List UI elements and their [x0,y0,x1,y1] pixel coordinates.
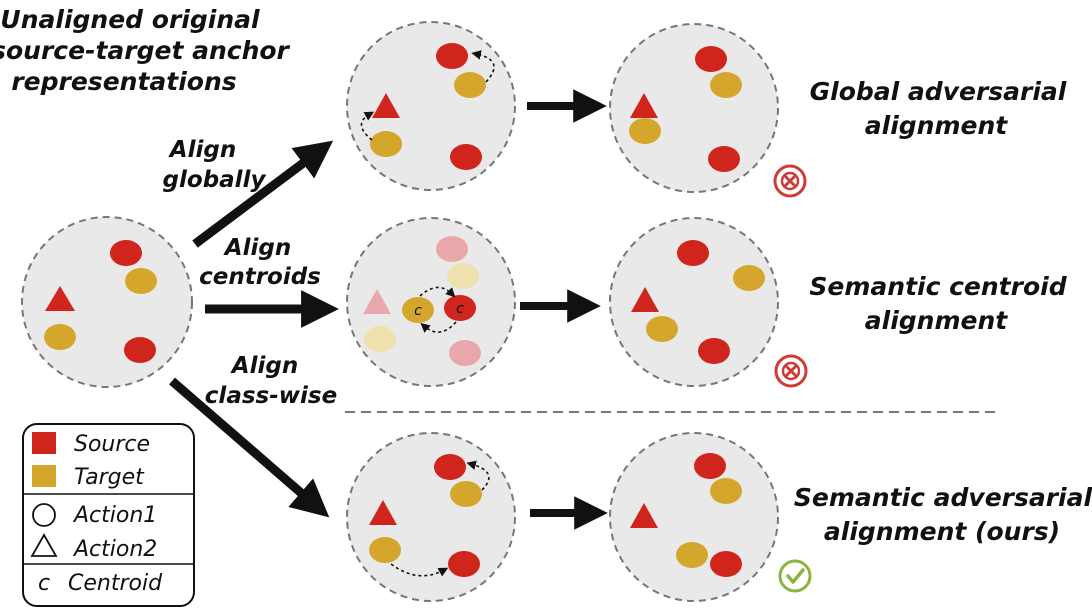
target-marker [710,72,742,98]
arrow-classwise [169,377,330,518]
source-triangle [630,93,658,118]
title-line-1: Unaligned original [0,5,260,34]
row-label-centroid-1: Semantic centroid [809,272,1067,301]
row-label-semantic-2: alignment (ours) [824,517,1060,546]
label-align-centroids-1: Align [223,235,291,261]
source-marker [698,338,730,364]
target-marker [125,268,157,294]
label-align-classwise-1: Align [230,353,298,379]
target-marker [676,542,708,568]
legend: Source Target Action1 Action2 c Centroid [22,423,195,607]
source-marker [695,46,727,72]
source-marker [708,146,740,172]
source-marker [434,454,466,480]
target-marker [710,478,742,504]
panel-semantic-after [609,432,779,602]
title-line-3: representations [11,67,236,96]
label-align-globally-1: Align [168,137,236,163]
target-marker [646,316,678,342]
source-marker [436,43,468,69]
title-line-2: source-target anchor [0,36,291,65]
target-marker [733,265,765,291]
source-marker [124,337,156,363]
panel-global-after [609,23,779,193]
target-marker [370,131,402,157]
source-triangle [631,287,659,312]
legend-centroid-label: Centroid [68,571,163,596]
row-label-global-2: alignment [865,111,1009,140]
source-marker [677,240,709,266]
target-marker [629,118,661,144]
arrow-globally [192,140,334,248]
centroid-marker: c [414,303,422,319]
source-marker [436,236,468,262]
dotted-arrow [471,50,495,83]
cross-icon [773,164,807,198]
dotted-arrow [360,111,375,141]
target-marker [44,324,76,350]
source-marker [448,551,480,577]
source-centroid [444,295,476,321]
source-triangle [45,286,75,311]
source-marker [710,551,742,577]
source-marker [449,340,481,366]
source-triangle [372,93,400,118]
source-triangle [363,289,391,314]
target-centroid [402,297,434,323]
legend-target-swatch [32,465,56,487]
panel-semantic-before [346,432,516,602]
dotted-arrow [419,286,456,298]
label-align-centroids-2: centroids [199,264,321,290]
legend-centroid-symbol: c [38,571,50,596]
target-marker [454,72,486,98]
legend-action1-symbol [32,503,56,527]
panel-centroid-before: c c [346,217,516,387]
row-label-semantic-1: Semantic adversarial [794,483,1092,512]
align-arrows [169,140,339,518]
source-marker [450,144,482,170]
legend-target-label: Target [74,465,145,490]
panel-global-before [346,21,516,191]
target-marker [369,537,401,563]
source-triangle [369,500,397,525]
diagram-title: Unaligned original source-target anchor … [0,5,291,96]
label-align-classwise-2: class-wise [205,383,337,409]
dotted-arrow [420,321,457,333]
target-marker [364,326,396,352]
row-label-global-1: Global adversarial [810,77,1067,106]
legend-source-swatch [32,432,56,454]
panel-centroid-after [609,217,779,387]
source-marker [110,240,142,266]
check-icon [778,559,812,593]
source-triangle [630,503,658,528]
arrow-labels: Align globally Align centroids Align cla… [163,137,338,409]
row-label-centroid-2: alignment [865,306,1009,335]
legend-action2-label: Action2 [72,537,157,562]
source-marker [694,453,726,479]
legend-action2-symbol [30,533,58,557]
panel-unaligned [21,216,193,388]
label-align-globally-2: globally [163,167,267,193]
centroid-marker: c [456,301,464,317]
legend-action1-label: Action1 [72,503,157,528]
target-marker [447,263,479,289]
cross-icon [774,354,808,388]
legend-source-label: Source [74,432,150,457]
target-marker [450,481,482,507]
